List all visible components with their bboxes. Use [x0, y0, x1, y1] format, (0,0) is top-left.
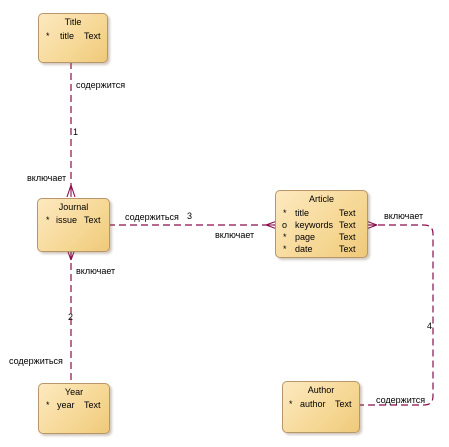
rel1-number: 1: [73, 127, 79, 137]
attribute-type: Text: [335, 399, 352, 409]
attribute-row: * issue Text: [38, 214, 109, 226]
rel1-label-bottom: включает: [27, 173, 67, 183]
attribute-row: * page Text: [276, 231, 367, 243]
entity-journal-name: Journal: [58, 202, 89, 212]
rel2-label-top: включает: [76, 266, 116, 276]
attribute-name: year: [57, 400, 75, 410]
attribute-type: Text: [84, 215, 101, 225]
rel4-number: 4: [427, 321, 433, 331]
entity-article[interactable]: Article * title Text o keywords Text * p…: [275, 190, 368, 258]
attribute-row: * author Text: [283, 398, 359, 410]
rel3-label-right: включает: [215, 230, 255, 240]
attribute-row: * title Text: [276, 207, 367, 219]
attribute-name: title: [60, 31, 75, 41]
rel4-line: [358, 224, 434, 406]
attribute-type: Text: [339, 208, 356, 218]
entity-year-name: Year: [64, 387, 84, 397]
rel1-label-top: содержится: [76, 80, 126, 90]
attribute-marker: *: [289, 399, 293, 409]
entity-title-name: Title: [64, 17, 82, 27]
attribute-marker: o: [282, 220, 288, 230]
rel1-crowfoot: [66, 184, 76, 198]
attribute-type: Text: [84, 31, 101, 41]
attribute-marker: *: [46, 31, 50, 41]
attribute-row: * date Text: [276, 243, 367, 255]
entity-author-name: Author: [307, 385, 335, 395]
rel3-label-left: содержиться: [125, 212, 179, 222]
entity-year[interactable]: Year * year Text: [38, 383, 110, 434]
attribute-marker: *: [283, 232, 287, 242]
attribute-name: date: [295, 244, 313, 254]
rel2-number: 2: [68, 312, 74, 322]
attribute-row: o keywords Text: [276, 219, 367, 231]
attribute-name: author: [300, 399, 326, 409]
attribute-row: * year Text: [39, 399, 109, 411]
rel3-number: 3: [187, 211, 193, 221]
attribute-name: keywords: [295, 220, 334, 230]
entity-journal[interactable]: Journal * issue Text: [37, 198, 110, 252]
attribute-type: Text: [339, 232, 356, 242]
attribute-marker: *: [46, 215, 50, 225]
attribute-name: issue: [56, 215, 78, 225]
entity-title[interactable]: Title * title Text: [38, 13, 108, 63]
rel4-label-top: включает: [384, 211, 424, 221]
attribute-marker: *: [46, 400, 50, 410]
attribute-marker: *: [283, 208, 287, 218]
entity-article-name: Article: [308, 194, 334, 204]
attribute-row: * title Text: [39, 30, 107, 42]
attribute-name: page: [295, 232, 316, 242]
attribute-type: Text: [339, 220, 356, 230]
attribute-type: Text: [339, 244, 356, 254]
entity-author[interactable]: Author * author Text: [282, 381, 360, 433]
attribute-name: title: [295, 208, 310, 218]
attribute-type: Text: [84, 400, 101, 410]
rel2-label-bottom: содержиться: [9, 356, 63, 366]
rel4-label-bottom: содержится: [376, 395, 426, 405]
attribute-marker: *: [283, 244, 287, 254]
